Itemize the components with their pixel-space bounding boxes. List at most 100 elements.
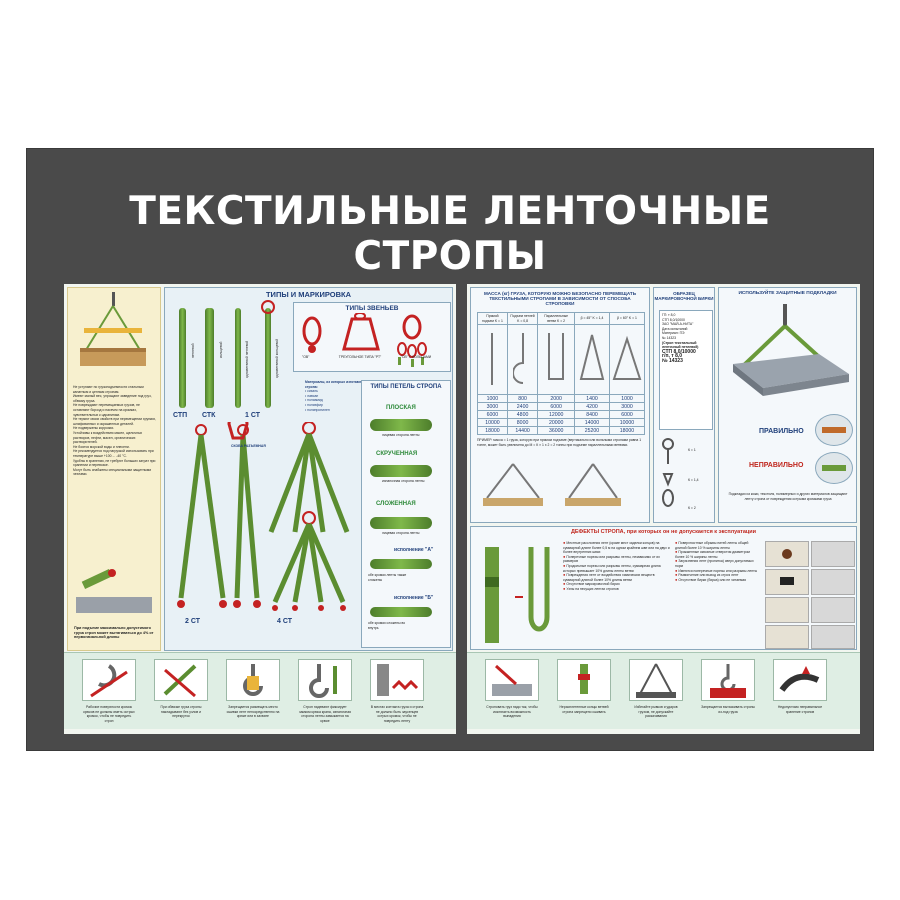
loop-a xyxy=(370,559,432,569)
right-rules-strip: Строповать груз надо так, чтобы исключит… xyxy=(467,652,860,729)
protect-note: Подкладки из кожи, текстиля, полимерных … xyxy=(728,492,848,501)
defects-title: ДЕФЕКТЫ СТРОПА, при которых он не допуск… xyxy=(570,529,757,535)
example-text: ПРИМЕР: масса = 1 груза, которую при пря… xyxy=(477,438,642,447)
advantages-column: Не уступают по грузоподъемности стальным… xyxy=(67,287,161,651)
label-stk: СТК xyxy=(202,412,216,419)
lifted-pallet-illustration xyxy=(80,292,146,366)
protect-title: ИСПОЛЬЗУЙТЕ ЗАЩИТНЫЕ ПОДКЛАДКИ xyxy=(738,291,837,296)
shackle-label: СКОБА РАЗЪЕМНАЯ xyxy=(231,444,266,448)
loop-note: изнаночная сторона ленты xyxy=(382,479,425,483)
sling-vlabel: одноветвевой кольцевой xyxy=(275,338,279,378)
poster: ТЕКСТИЛЬНЫЕ ЛЕНТОЧНЫЕ СТРОПЫ Не уступают… xyxy=(27,149,873,750)
rule-caption: Запрещается размещать место сшивки лент … xyxy=(226,705,280,719)
link-label-rt: ТРЕУГОЛЬНОЕ ТИПА "РТ" xyxy=(338,355,382,359)
loop-note: обе кромки ленты также сложены xyxy=(368,573,407,582)
loop-folded-label: СЛОЖЕННАЯ xyxy=(376,501,416,507)
rule-cell xyxy=(701,659,755,701)
correct-detail xyxy=(815,414,853,446)
rule-caption: В местах контакта груза и стропа не долж… xyxy=(370,705,424,723)
link-label-ob: "OB" xyxy=(302,355,310,359)
rule-cell xyxy=(370,659,424,701)
loop-note: лицевая сторона ленты xyxy=(382,531,420,535)
rule-cell xyxy=(773,659,827,701)
load-table-section: МАССА (кг) ГРУЗА, КОТОРУЮ МОЖНО БЕЗОПАСН… xyxy=(470,287,650,523)
rule-caption: Недопустимо неправильное хранение стропо… xyxy=(777,705,823,714)
defects-section: ДЕФЕКТЫ СТРОПА, при которых он не допуск… xyxy=(470,526,857,650)
load-table-title: МАССА (кг) ГРУЗА, КОТОРУЮ МОЖНО БЕЗОПАСН… xyxy=(483,291,637,306)
rule-cell xyxy=(154,659,208,701)
loop-note: лицевая сторона ленты xyxy=(382,433,420,437)
scheme-cell xyxy=(477,324,508,395)
sling-stk xyxy=(205,308,214,408)
rule-caption: Нерасплетенные концы ветвей стропа запре… xyxy=(559,705,609,714)
links-illustration xyxy=(302,313,427,367)
left-rules-strip: Рабочие поверхности кромок крюков не дол… xyxy=(64,652,456,729)
scheme-cell xyxy=(506,324,539,395)
loop-flat xyxy=(370,419,432,431)
tag-sample-section: ОБРАЗЕЦ МАРКИРОВОЧНОЙ БИРКИ ГП: т 8,0 СТ… xyxy=(653,287,715,523)
rule-caption: Рабочие поверхности кромок крюков не дол… xyxy=(83,705,135,723)
stretch-note: При подъеме максимально допустимого груз… xyxy=(74,626,154,640)
scheme-cell xyxy=(573,324,610,395)
types-marking-section: ТИПЫ И МАРКИРОВКА петлевой кольцевой одн… xyxy=(164,287,453,651)
scheme-cell xyxy=(537,324,575,395)
loop-variant-b: исполнение "Б" xyxy=(394,595,434,601)
materials-list: Материалы, из которых изготавливают лент… xyxy=(305,380,383,412)
defects-list: ● Местные расслоения лент (кроме мест за… xyxy=(563,540,670,591)
rule-cell xyxy=(298,659,352,701)
tag-card: ГП: т 8,0 СТП 8,0/10000 ЗАО "МАЙ-А-НИТА"… xyxy=(659,310,713,430)
poster-title: ТЕКСТИЛЬНЫЕ ЛЕНТОЧНЫЕ СТРОПЫ xyxy=(129,189,771,279)
load-table: Прямой подъем K = 1 Подъем петлей K = 0,… xyxy=(477,312,646,435)
link-types-title: ТИПЫ ЗВЕНЬЕВ xyxy=(345,305,399,312)
label-1st: 1 СТ xyxy=(245,412,260,419)
sling-1st-b xyxy=(265,308,271,408)
wrong-label: НЕПРАВИЛЬНО xyxy=(749,462,804,469)
sling-stp xyxy=(179,308,186,408)
loop-flat-label: ПЛОСКАЯ xyxy=(386,405,416,411)
tag-title: ОБРАЗЕЦ МАРКИРОВОЧНОЙ БИРКИ xyxy=(654,291,714,301)
sling-vlabel: петлевой xyxy=(191,343,195,359)
scheme-cell xyxy=(608,324,646,395)
stretch-illustration xyxy=(76,569,152,613)
col-header: Прямой подъем K = 1 xyxy=(477,312,508,325)
loop-types-title: ТИПЫ ПЕТЕЛЬ СТРОПА xyxy=(370,384,442,390)
rule-cell xyxy=(557,659,611,701)
defect-sling-illustration xyxy=(485,547,550,643)
col-header: β = 60° K = 1 xyxy=(608,312,646,325)
loop-note: обе кромки сложены во внутрь xyxy=(368,621,406,630)
loop-types-box: ТИПЫ ПЕТЕЛЬ СТРОПА ПЛОСКАЯ лицевая сторо… xyxy=(361,380,451,648)
label-stp: СТП xyxy=(173,412,188,419)
defect-photos xyxy=(765,541,855,649)
loop-b xyxy=(370,607,432,617)
rule-caption: Строп надевают фиксирует замком крюка кр… xyxy=(299,705,351,723)
rule-caption: При обвязке груза стропы накладывают без… xyxy=(160,705,202,719)
right-panel: МАССА (кг) ГРУЗА, КОТОРУЮ МОЖНО БЕЗОПАСН… xyxy=(467,284,860,734)
loop-folded xyxy=(370,517,432,529)
sling-1st-a xyxy=(235,308,241,408)
tag-hook-illustrations xyxy=(662,438,674,507)
rule-caption: Избегайте рывков и ударов грузом, не доп… xyxy=(634,705,678,719)
sling-vlabel: одноветвевой петлевой xyxy=(245,340,249,378)
col-header: Параллельные ветви K = 2 xyxy=(537,312,575,325)
link-label-cb: "CB" С КОЛЬЦАМИ xyxy=(400,355,432,359)
load-with-pads-illustration xyxy=(733,304,849,396)
defects-list-2: ● Поверхностные обрывы нитей ленты общей… xyxy=(675,540,758,582)
col-header: β = 45° K = 1,4 xyxy=(573,312,610,325)
label-2st: 2 СТ xyxy=(185,618,200,625)
rule-cell xyxy=(629,659,683,701)
rule-caption: Запрещается вытаскивать стропы из-под гр… xyxy=(701,705,755,714)
link-types-box: ТИПЫ ЗВЕНЬЕВ "OB" ТРЕУГОЛЬНОЕ ТИПА "РТ" xyxy=(293,302,451,372)
rule-cell xyxy=(485,659,539,701)
correct-label: ПРАВИЛЬНО xyxy=(759,428,804,435)
advantages-text: Не уступают по грузоподъемности стальным… xyxy=(73,385,157,477)
rule-cell xyxy=(226,659,280,701)
k-label: К = 1,4 xyxy=(688,478,699,482)
col-header: Подъем петлей K = 0,8 xyxy=(506,312,539,325)
sling-vlabel: кольцевой xyxy=(219,341,223,358)
k-label: К = 1 xyxy=(688,448,696,452)
protect-section: ИСПОЛЬЗУЙТЕ ЗАЩИТНЫЕ ПОДКЛАДКИ ПРАВИЛЬНО… xyxy=(718,287,857,523)
k-label: К = 2 xyxy=(688,506,696,510)
rule-cell xyxy=(82,659,136,701)
ring-icon xyxy=(261,300,275,314)
loop-twisted-label: СКРУЧЕННАЯ xyxy=(376,451,418,457)
